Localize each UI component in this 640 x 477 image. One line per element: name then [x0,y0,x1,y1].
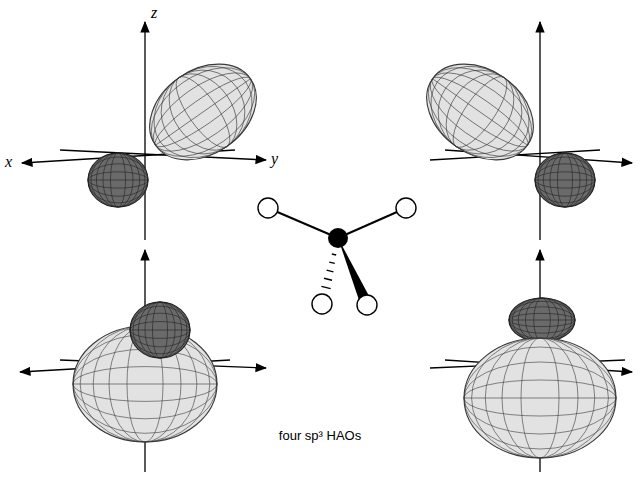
orbital-lobe [130,302,190,358]
figure-caption: four sp³ HAOs [200,428,440,443]
figure-caption-holder: four sp³ HAOs [200,428,440,443]
mesh-line [130,330,190,331]
mesh-meridian [422,54,539,171]
lobe-outline [131,44,274,179]
orbital-panel [22,22,275,240]
mesh-parallel [88,164,148,196]
mesh-line [88,180,148,181]
lobe-outline [408,44,551,179]
mesh-parallel [130,322,190,339]
orbital-lobe [88,153,148,207]
axis-label: z [151,4,157,22]
mesh-line [73,384,217,385]
mesh-meridian [155,61,251,163]
bond-line [268,208,338,238]
mesh-parallel [535,172,595,188]
hashed-bond [329,262,335,263]
hashed-bond [327,270,334,272]
mesh-parallel [535,157,595,203]
mesh-parallel [88,157,148,203]
mesh-parallel [73,367,217,402]
lobe-outline [130,302,190,358]
mesh-parallel [73,349,217,419]
lobe-outline [535,153,595,207]
carbon-atom [328,228,348,248]
bond-line [338,208,406,238]
orbital-panel [408,22,632,240]
axis-label-holder: y [271,150,278,168]
mesh-parallel [425,68,534,155]
hashed-bond [332,254,336,255]
lobe-outline [509,298,575,342]
orbital-lobe [464,338,616,458]
orbital-lobe [535,153,595,207]
hydrogen-atom [312,294,332,314]
hydrogen-atom [357,295,377,315]
hashed-bond [321,286,330,288]
orbital-lobe [509,298,575,342]
mesh-parallel [88,172,148,188]
axis-label-holder: x [5,153,12,171]
axis-label-holder: z [151,4,157,22]
hydrogen-atom [396,198,416,218]
mesh-line [155,79,250,146]
mesh-parallel [464,380,616,416]
mesh-line [535,180,595,181]
lobe-outline [464,338,616,458]
axis-line [539,22,540,240]
hydrogen-atom [258,198,278,218]
orbital-lobe [131,44,274,179]
orbital-panel [430,250,632,472]
mesh-line [464,398,616,399]
mesh-parallel [535,164,595,196]
mesh-parallel [130,306,190,354]
axis-label: y [271,150,278,168]
mesh-parallel [412,49,548,174]
orbital-panel [20,250,266,472]
mesh-meridian [432,61,528,163]
mesh-parallel [148,68,257,155]
mesh-parallel [130,313,190,347]
tetrahedral-molecule [258,198,416,315]
orbital-lobe [408,44,551,179]
mesh-parallel [509,307,575,333]
mesh-parallel [509,301,575,338]
mesh-parallel [509,313,575,326]
mesh-line [509,320,575,321]
mesh-line [432,79,527,146]
mesh-parallel [135,49,271,174]
axis-line [144,22,145,240]
lobe-outline [88,153,148,207]
axis-label: x [5,153,12,171]
mesh-parallel [464,362,616,434]
mesh-meridian [145,54,262,171]
mesh-parallel [464,347,616,449]
hashed-bond [324,278,332,280]
